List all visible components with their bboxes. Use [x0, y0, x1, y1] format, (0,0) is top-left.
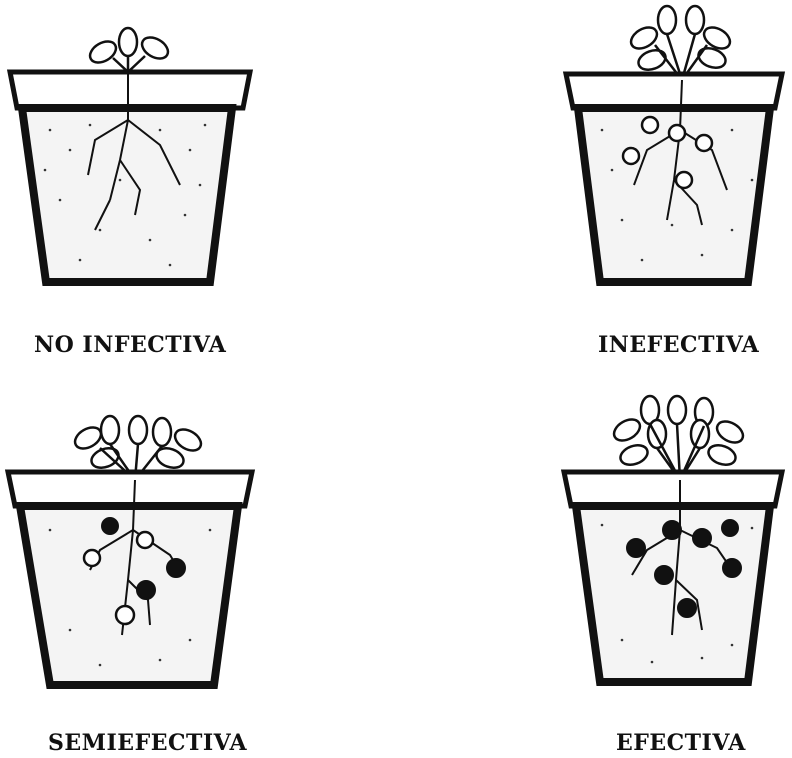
panel-caption: SEMIEFECTIVA: [48, 730, 247, 756]
panel-inefectiva: INEFECTIVA: [552, 0, 792, 300]
plant-leaves: [627, 6, 733, 80]
pot-rim: [564, 472, 782, 506]
pot-body: [22, 108, 232, 282]
panel-no-infectiva: NO INFECTIVA: [0, 0, 260, 300]
panel-caption: INEFECTIVA: [598, 332, 759, 358]
pot-illustration-inefectiva: [552, 0, 792, 300]
panel-semiefectiva: SEMIEFECTIVA: [0, 400, 260, 758]
panel-caption: NO INFECTIVA: [34, 332, 226, 358]
pot-illustration-efectiva: [552, 400, 792, 700]
pot-rim: [566, 74, 782, 108]
plant-leaves: [610, 396, 746, 480]
pot-illustration-no-infectiva: [0, 0, 260, 300]
panel-caption: EFECTIVA: [616, 730, 746, 756]
panel-efectiva: EFECTIVA: [552, 400, 792, 758]
plant-leaves: [86, 28, 171, 72]
pot-illustration-semiefectiva: [0, 400, 260, 700]
pot-rim: [10, 72, 250, 108]
pot-rim: [8, 472, 252, 506]
